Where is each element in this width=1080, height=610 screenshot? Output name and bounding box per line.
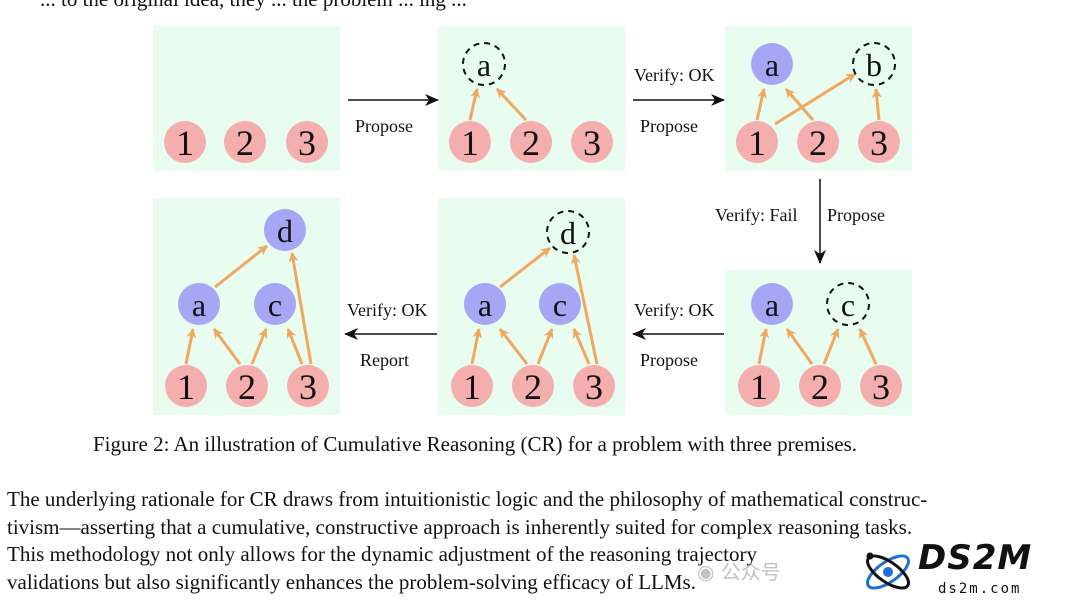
transition-label-verify-ok-4: Verify: OK	[634, 300, 714, 320]
svg-text:b: b	[866, 47, 882, 83]
svg-text:3: 3	[585, 367, 603, 407]
premise-node-3: 3	[571, 121, 613, 163]
panel5-edges	[470, 246, 599, 365]
wechat-watermark: ◉ 公众号	[697, 556, 781, 585]
cropped-text-line: ... to the original idea, they ... the p…	[40, 0, 467, 12]
premise-node-2: 2	[224, 121, 266, 163]
svg-text:3: 3	[298, 123, 316, 163]
svg-text:a: a	[478, 287, 492, 323]
transition-label-propose-4: Propose	[640, 350, 698, 370]
premise-node-2: 2	[226, 365, 268, 407]
paragraph-line-3: This methodology not only allows for the…	[7, 542, 758, 566]
svg-text:a: a	[192, 287, 206, 323]
svg-text:2: 2	[524, 367, 542, 407]
premise-node-1: 1	[451, 365, 493, 407]
proposed-node-a: a	[462, 42, 506, 86]
proposed-node-c: c	[826, 282, 870, 326]
transition-label-propose-1: Propose	[355, 116, 413, 136]
premise-node-3: 3	[287, 365, 329, 407]
premise-node-2: 2	[797, 121, 839, 163]
proposed-node-b: b	[852, 42, 896, 86]
atom-icon	[866, 552, 910, 590]
svg-text:2: 2	[811, 367, 829, 407]
svg-text:d: d	[560, 215, 576, 251]
premise-node-1: 1	[738, 365, 780, 407]
verified-node-c: c	[539, 283, 581, 325]
svg-text:1: 1	[750, 367, 768, 407]
svg-text:2: 2	[809, 123, 827, 163]
svg-text:a: a	[765, 287, 779, 323]
premise-node-2: 2	[799, 365, 841, 407]
svg-text:c: c	[553, 287, 567, 323]
verified-node-a: a	[751, 283, 793, 325]
svg-text:3: 3	[872, 367, 890, 407]
verified-node-d: d	[264, 209, 306, 251]
svg-text:1: 1	[176, 123, 194, 163]
logo-domain: ds2m.com	[938, 581, 1022, 597]
panel6-edges	[184, 244, 313, 365]
proposed-node-d: d	[546, 210, 590, 254]
svg-text:2: 2	[522, 123, 540, 163]
svg-text:2: 2	[236, 123, 254, 163]
ds2m-logo: DS2M ds2m.com	[858, 536, 1078, 608]
svg-text:a: a	[477, 47, 491, 83]
transition-label-propose-2: Propose	[640, 116, 698, 136]
transition-label-report-5: Report	[360, 350, 409, 370]
svg-text:3: 3	[299, 367, 317, 407]
paragraph-line-4: validations but also significantly enhan…	[7, 569, 696, 594]
verified-node-a: a	[751, 43, 793, 85]
svg-text:3: 3	[870, 123, 888, 163]
svg-text:1: 1	[177, 367, 195, 407]
svg-text:3: 3	[583, 123, 601, 163]
premise-node-1: 1	[736, 121, 778, 163]
premise-node-2: 2	[510, 121, 552, 163]
svg-text:1: 1	[463, 367, 481, 407]
svg-text:a: a	[765, 47, 779, 83]
wechat-icon: ◉	[697, 560, 721, 584]
panel4-edges	[757, 328, 878, 365]
premise-node-3: 3	[573, 365, 615, 407]
verified-node-c: c	[254, 283, 296, 325]
svg-text:d: d	[277, 213, 293, 249]
svg-text:1: 1	[461, 123, 479, 163]
premise-node-3: 3	[858, 121, 900, 163]
premise-node-3: 3	[860, 365, 902, 407]
paragraph-line-2: tivism—asserting that a cumulative, cons…	[7, 514, 913, 539]
logo-wordmark: DS2M	[918, 538, 1033, 578]
premise-node-1: 1	[165, 365, 207, 407]
transition-label-verify-fail-3: Verify: Fail	[715, 205, 798, 225]
verified-node-a: a	[464, 283, 506, 325]
cr-diagram: 1 2 3 a 1 2 3 a b 1 2 3 a c 1 2 3 d a c	[153, 26, 912, 415]
panel3-edges	[755, 72, 882, 126]
body-paragraph: The underlying rationale for CR draws fr…	[7, 486, 1072, 596]
watermark-text: 公众号	[720, 560, 781, 584]
svg-text:1: 1	[748, 123, 766, 163]
premise-node-2: 2	[512, 365, 554, 407]
transition-label-verify-ok-5: Verify: OK	[347, 300, 427, 320]
premise-node-1: 1	[449, 121, 491, 163]
premise-node-1: 1	[164, 121, 206, 163]
svg-text:2: 2	[238, 367, 256, 407]
panel2-edges	[468, 87, 528, 122]
figure-caption: Figure 2: An illustration of Cumulative …	[93, 432, 858, 456]
transition-label-verify-ok-2: Verify: OK	[634, 65, 714, 85]
premise-node-3: 3	[286, 121, 328, 163]
paragraph-line-1: The underlying rationale for CR draws fr…	[7, 487, 928, 511]
transition-label-propose-3: Propose	[827, 205, 885, 225]
verified-node-a: a	[178, 283, 220, 325]
svg-text:c: c	[268, 287, 282, 323]
svg-text:c: c	[841, 287, 855, 323]
